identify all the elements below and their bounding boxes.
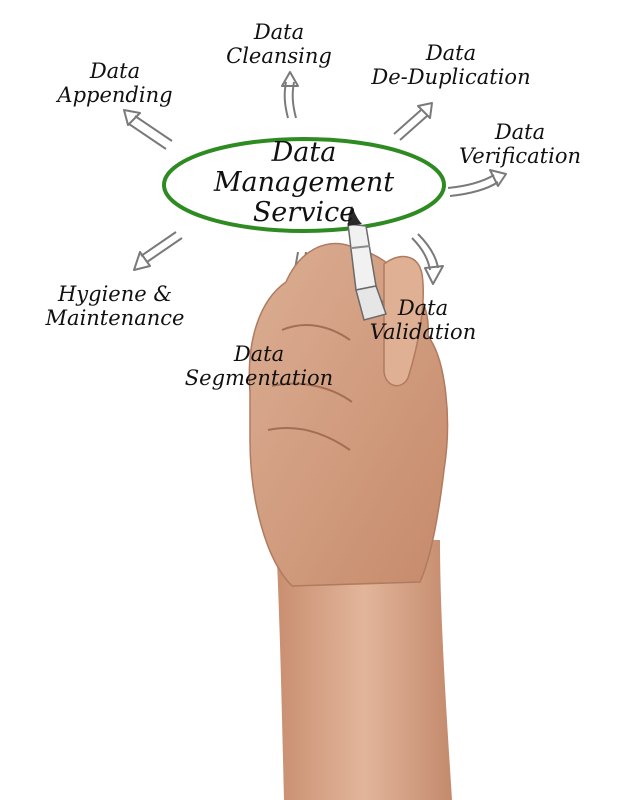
center-line-3: Service xyxy=(252,197,356,228)
arrow-to-hygiene-maintenance xyxy=(133,231,183,271)
node-data-appending: Data Appending xyxy=(57,59,173,107)
forearm xyxy=(276,540,452,800)
center-label: Data Management Service xyxy=(190,138,418,228)
marker-pen xyxy=(347,206,387,321)
arrow-to-data-verification xyxy=(447,169,507,197)
center-line-2: Management xyxy=(213,167,395,198)
node-data-cleansing: Data Cleansing xyxy=(226,20,332,68)
node-data-verification: Data Verification xyxy=(458,120,582,168)
center-ellipse xyxy=(162,137,446,233)
arrow-to-data-appending xyxy=(123,109,173,150)
node-hygiene-maintenance: Hygiene & Maintenance xyxy=(45,282,185,330)
center-line-1: Data xyxy=(271,137,337,168)
thumb xyxy=(383,255,424,387)
arrow-to-data-validation xyxy=(411,233,444,285)
arrow-to-data-cleansing xyxy=(281,71,299,119)
node-data-validation: Data Validation xyxy=(369,296,477,344)
node-data-deduplication: Data De-Duplication xyxy=(371,41,531,89)
hand-illustration xyxy=(248,206,452,800)
arrow-to-data-deduplication xyxy=(393,102,433,141)
node-data-segmentation: Data Segmentation xyxy=(184,342,334,390)
